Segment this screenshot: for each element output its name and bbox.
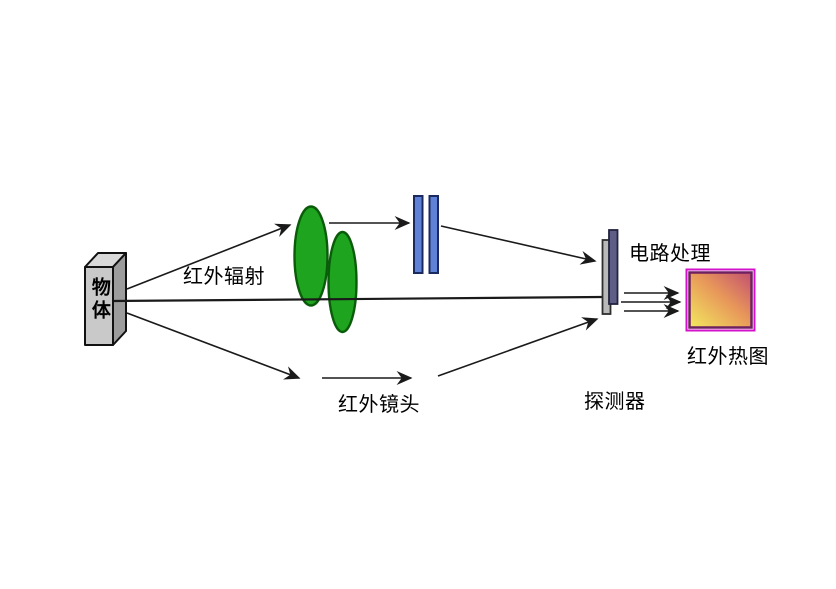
infrared-radiation-label: 红外辐射 — [183, 266, 265, 288]
optical-axis-line — [113, 295, 603, 303]
lens-ellipse-small — [327, 230, 358, 334]
ray-bottom-to-detector-arrow — [437, 317, 599, 377]
object-label: 物体 — [88, 277, 110, 323]
thermal-image — [685, 268, 756, 332]
thermal-image-outer-border — [685, 268, 756, 332]
filter-bar-left — [413, 195, 424, 274]
ray-object-to-lens-arrow — [126, 223, 292, 290]
detector-bar-dark — [608, 229, 619, 305]
object-box-front-face — [84, 266, 114, 346]
object-box — [84, 252, 127, 346]
infrared-lens-label: 红外镜头 — [338, 394, 420, 416]
thermal-image-label: 红外热图 — [687, 346, 769, 368]
lens-ellipse-large — [293, 205, 329, 307]
thermal-image-gradient — [688, 271, 753, 329]
ray-filter-to-detector-arrow — [440, 225, 597, 265]
ray-object-down-arrow — [126, 312, 301, 380]
filter-bar-right — [428, 195, 439, 274]
detector-label: 探测器 — [584, 391, 646, 413]
circuit-processing-label: 电路处理 — [629, 243, 711, 265]
object-box-side-face — [112, 252, 127, 346]
